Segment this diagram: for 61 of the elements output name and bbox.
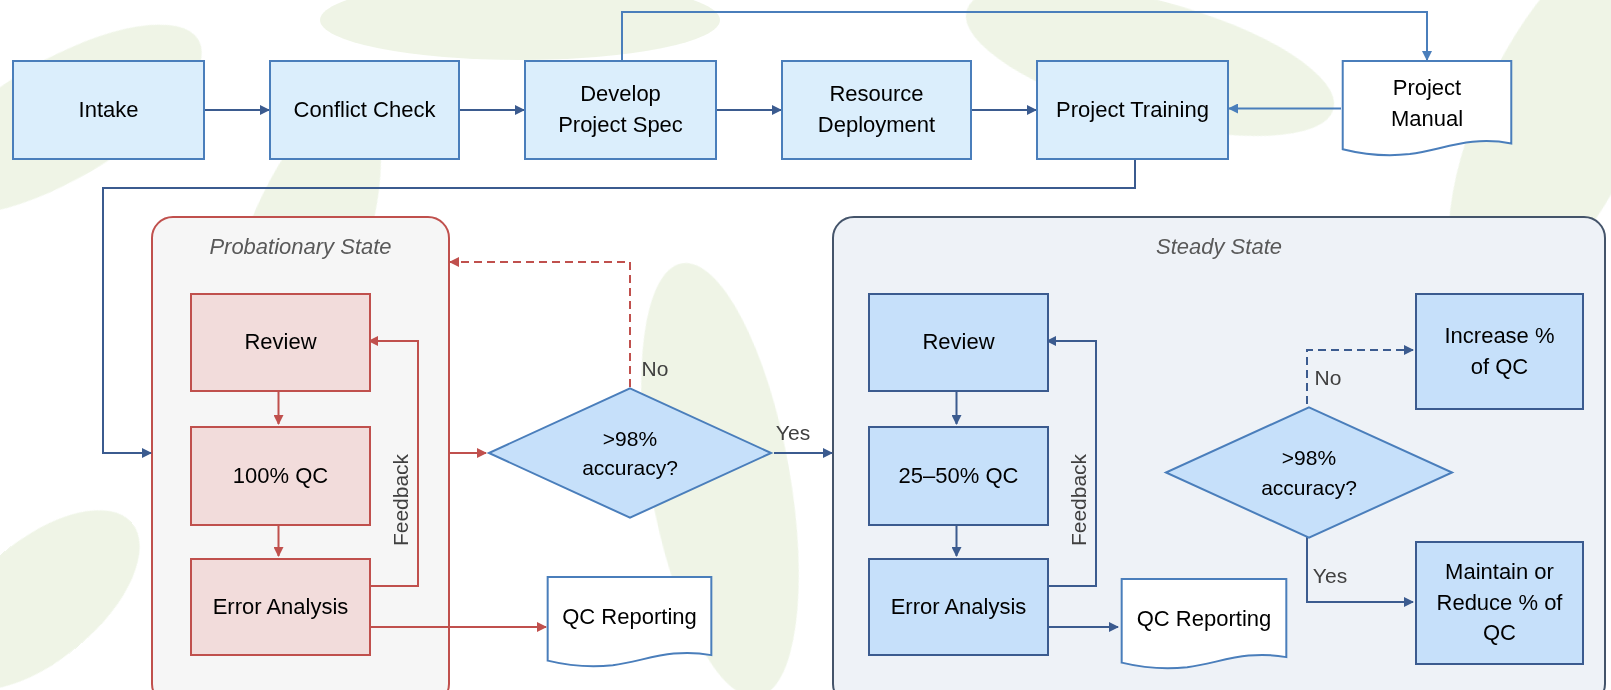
- arrow: [204, 105, 270, 115]
- arrow: [273, 523, 284, 557]
- process-box: [868, 558, 1049, 656]
- node-label: Error Analysis: [890, 592, 1027, 621]
- arrow: [1046, 336, 1097, 587]
- group-panel: [832, 216, 1606, 690]
- group-panel: [151, 216, 450, 690]
- node-label: Develop Project Spec: [557, 80, 684, 139]
- node-label: Resource Deployment: [816, 80, 937, 139]
- process-box: [190, 426, 371, 526]
- node-label: 100% QC: [232, 461, 329, 490]
- node-label: Intake: [78, 95, 139, 124]
- arrow: [368, 336, 419, 587]
- process-box: [269, 60, 460, 160]
- node-label: QC Reporting: [562, 602, 697, 631]
- process-box: [190, 558, 371, 656]
- node-label: Increase % of QC: [1443, 321, 1556, 381]
- node-label: Review: [922, 328, 995, 357]
- process-box: [781, 60, 972, 160]
- group-heading: Steady State: [1156, 233, 1282, 261]
- group-heading: Probationary State: [209, 233, 392, 261]
- process-box: [1036, 60, 1229, 160]
- node-label: Review: [244, 328, 317, 357]
- edge-label: No: [641, 357, 669, 379]
- arrow: [716, 105, 782, 115]
- node-label: >98% accuracy?: [581, 425, 679, 481]
- process-box: [1415, 293, 1584, 410]
- node-label: Maintain or Reduce % of QC: [1435, 557, 1564, 648]
- edge-label: Yes: [775, 421, 811, 443]
- arrow: [1306, 345, 1414, 405]
- edge-label: Feedback: [1067, 453, 1089, 547]
- node-label: >98% accuracy?: [1260, 445, 1358, 501]
- node-label: Project Training: [1056, 95, 1209, 124]
- process-box: [12, 60, 205, 160]
- node-label: QC Reporting: [1136, 604, 1272, 633]
- process-box: [868, 426, 1049, 526]
- arrow: [449, 257, 631, 388]
- arrow: [1306, 536, 1414, 607]
- arrow: [273, 389, 284, 425]
- arrow: [971, 105, 1037, 115]
- process-box: [868, 293, 1049, 392]
- arrow: [951, 523, 962, 557]
- arrow: [459, 105, 525, 115]
- arrow: [1228, 103, 1342, 114]
- arrow: [951, 389, 962, 425]
- arrow: [449, 448, 487, 458]
- arrow: [621, 11, 1432, 61]
- edge-label: Feedback: [389, 453, 411, 547]
- arrow: [773, 448, 833, 458]
- node-label: 25–50% QC: [898, 461, 1019, 490]
- edge-label: Yes: [1312, 564, 1348, 586]
- process-box: [1415, 541, 1584, 665]
- process-box: [190, 293, 371, 392]
- node-label: Project Manual: [1389, 73, 1465, 133]
- arrow: [102, 159, 1136, 458]
- arrow: [368, 622, 547, 632]
- node-label: Error Analysis: [212, 592, 349, 621]
- edge-label: No: [1314, 366, 1342, 388]
- process-box: [524, 60, 717, 160]
- arrow: [1046, 622, 1119, 632]
- node-label: Conflict Check: [293, 95, 436, 124]
